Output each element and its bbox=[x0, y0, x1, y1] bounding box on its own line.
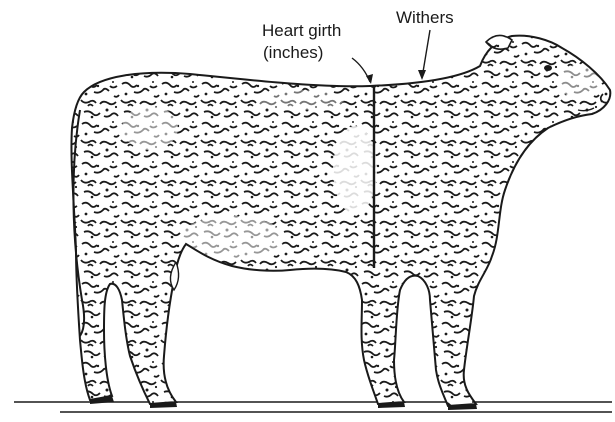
heart-girth-pointer bbox=[352, 58, 370, 82]
withers-arrowhead bbox=[418, 70, 426, 80]
eye bbox=[544, 65, 552, 71]
heart-girth-label: Heart girth bbox=[262, 21, 341, 41]
cow-body bbox=[60, 30, 615, 410]
heart-girth-units-label: (inches) bbox=[263, 43, 323, 63]
ear bbox=[486, 35, 512, 49]
withers-label: Withers bbox=[396, 8, 454, 28]
